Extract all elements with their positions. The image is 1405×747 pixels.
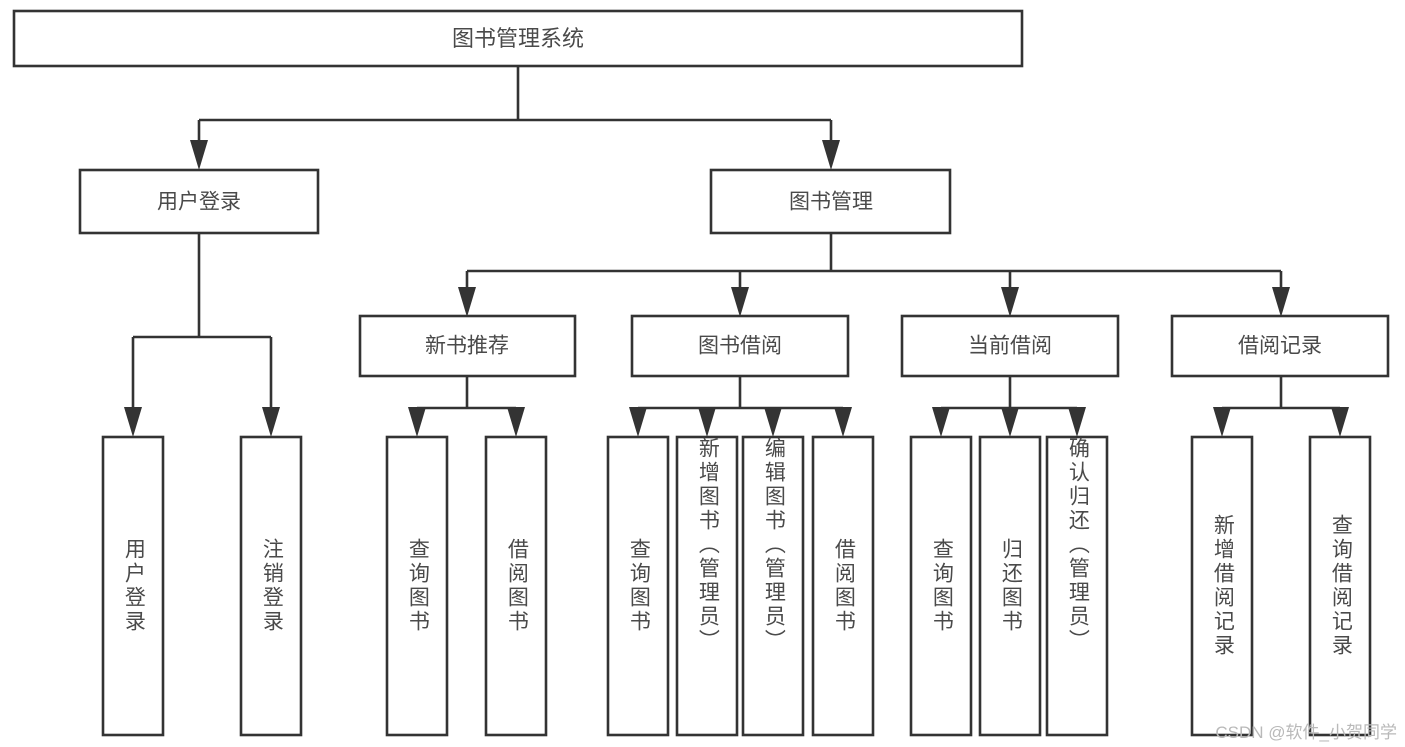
- arrow-bookborrow-leaf-3: [764, 407, 782, 437]
- node-label-current-borrow: 当前借阅: [968, 335, 1052, 358]
- arrow-borrowrecord-leaf-1: [1213, 407, 1231, 437]
- node-label-book-borrow: 图书借阅: [698, 335, 782, 358]
- leaf-box-leaf-query-book-2[interactable]: [606, 435, 670, 737]
- node-layer: 图书管理系统 用户登录 图书管理 新书推荐 图书借阅 当前借阅 借阅记录: [12, 9, 1390, 378]
- leaf-box-leaf-borrow-book-1[interactable]: [484, 435, 548, 737]
- leaf-layer: [101, 435, 1372, 737]
- leaf-box-leaf-return-book[interactable]: [978, 435, 1042, 737]
- node-box-user-login[interactable]: [78, 168, 320, 235]
- node-label-new-book-recommend: 新书推荐: [425, 335, 509, 358]
- edge-layer: [124, 66, 1349, 437]
- arrow-bookmanage-to-current-borrow: [1001, 287, 1019, 317]
- leaf-box-leaf-borrow-book-2[interactable]: [811, 435, 875, 737]
- arrow-root-to-book-manage: [822, 140, 840, 170]
- arrow-userlogin-leaf-2: [262, 407, 280, 437]
- node-box-borrow-record[interactable]: [1170, 314, 1390, 378]
- node-label-root: 图书管理系统: [452, 26, 584, 51]
- node-box-book-manage[interactable]: [709, 168, 952, 235]
- node-box-root[interactable]: [12, 9, 1024, 68]
- arrow-newbook-leaf-1: [408, 407, 426, 437]
- leaf-box-leaf-edit-book[interactable]: [741, 435, 805, 737]
- arrow-currentborrow-leaf-3: [1068, 407, 1086, 437]
- arrow-bookmanage-to-new-book: [458, 287, 476, 317]
- leaf-box-leaf-user-login[interactable]: [101, 435, 165, 737]
- arrow-bookborrow-leaf-2: [698, 407, 716, 437]
- arrow-bookborrow-leaf-1: [629, 407, 647, 437]
- leaf-box-leaf-add-book[interactable]: [675, 435, 739, 737]
- arrow-newbook-leaf-2: [507, 407, 525, 437]
- node-label-book-manage: 图书管理: [789, 191, 873, 214]
- arrow-bookborrow-leaf-4: [834, 407, 852, 437]
- leaf-box-leaf-add-record[interactable]: [1190, 435, 1254, 737]
- node-box-book-borrow[interactable]: [630, 314, 850, 378]
- arrow-bookmanage-to-borrow-record: [1272, 287, 1290, 317]
- leaf-box-leaf-query-book-1[interactable]: [385, 435, 449, 737]
- arrow-bookmanage-to-book-borrow: [731, 287, 749, 317]
- arrow-currentborrow-leaf-1: [932, 407, 950, 437]
- leaf-box-leaf-confirm-return[interactable]: [1045, 435, 1109, 737]
- node-label-user-login: 用户登录: [157, 191, 241, 214]
- arrow-userlogin-leaf-1: [124, 407, 142, 437]
- node-box-current-borrow[interactable]: [900, 314, 1120, 378]
- node-box-new-book-recommend[interactable]: [358, 314, 577, 378]
- arrow-borrowrecord-leaf-2: [1331, 407, 1349, 437]
- leaf-box-leaf-query-record[interactable]: [1308, 435, 1372, 737]
- leaf-box-leaf-query-book-3[interactable]: [909, 435, 973, 737]
- arrow-currentborrow-leaf-2: [1001, 407, 1019, 437]
- node-label-borrow-record: 借阅记录: [1238, 335, 1322, 358]
- leaf-box-leaf-user-logout[interactable]: [239, 435, 303, 737]
- arrow-root-to-user-login: [190, 140, 208, 170]
